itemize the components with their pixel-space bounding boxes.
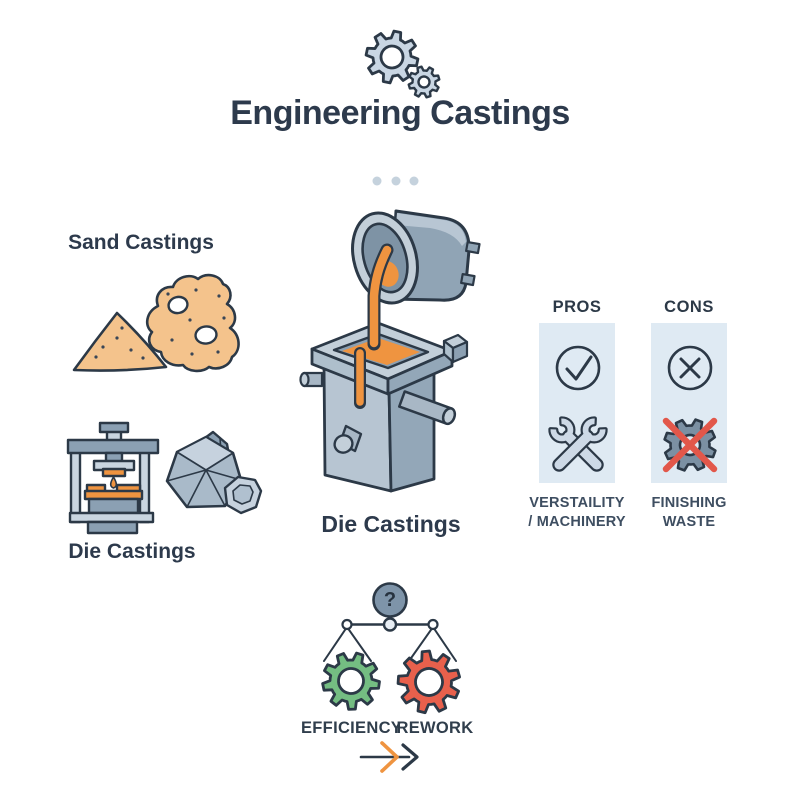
die-castings-left-label: Die Castings bbox=[68, 540, 196, 563]
die-castings-center-label: Die Castings bbox=[321, 511, 461, 537]
check-circle-icon bbox=[555, 345, 601, 391]
molten-pour-mold-icon bbox=[299, 209, 481, 493]
crossed-wrenches-icon bbox=[548, 416, 608, 476]
die-press-icon bbox=[66, 421, 160, 535]
sand-pile-icon bbox=[72, 311, 168, 372]
cons-caption-line2: WASTE bbox=[662, 514, 716, 530]
question-mark-label: ? bbox=[383, 589, 397, 611]
question-circle bbox=[372, 582, 408, 618]
gears-icon bbox=[364, 29, 441, 99]
pros-header: PROS bbox=[552, 298, 602, 316]
efficiency-label: EFFICIENCY bbox=[301, 719, 403, 737]
rejected-gear-icon bbox=[662, 417, 718, 473]
cross-circle-icon bbox=[667, 345, 713, 391]
cons-header: CONS bbox=[664, 298, 714, 316]
cons-caption: FINISHING WASTE bbox=[629, 494, 749, 532]
cons-caption-line1: FINISHING bbox=[651, 495, 727, 511]
sand-mold-icon bbox=[145, 273, 240, 373]
pros-caption-line2: / MACHINERY bbox=[528, 514, 626, 530]
pros-caption-line1: VERSTAILITY bbox=[529, 495, 625, 511]
rework-label: REWORK bbox=[396, 719, 474, 737]
ellipsis-dots bbox=[372, 176, 419, 186]
balance-scale-icon bbox=[321, 582, 461, 715]
gems-icon bbox=[165, 430, 263, 515]
pros-caption: VERSTAILITY / MACHINERY bbox=[517, 494, 637, 532]
page-title: Engineering Castings bbox=[230, 94, 570, 132]
arrow-right-icon bbox=[359, 741, 419, 773]
sand-castings-label: Sand Castings bbox=[68, 231, 214, 254]
